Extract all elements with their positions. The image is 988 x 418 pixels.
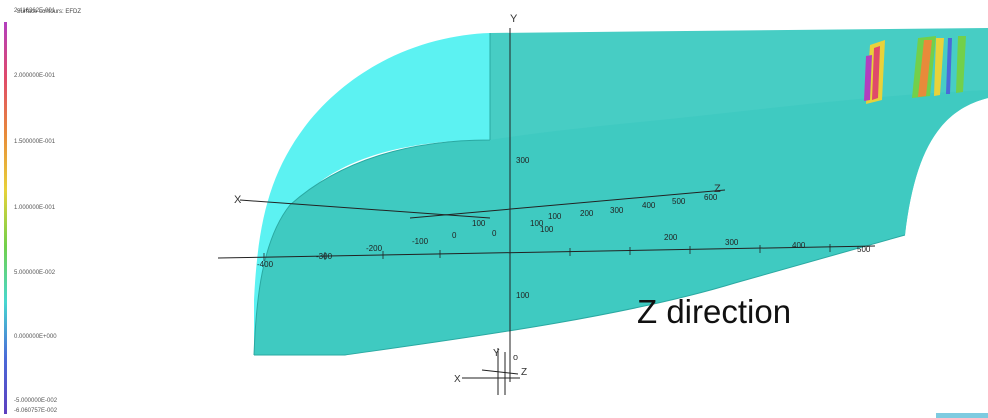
- legend-colorbar: [4, 22, 7, 414]
- corner-indicator: [936, 413, 988, 418]
- model-side-face: [254, 33, 490, 355]
- center-label-2: 100: [530, 219, 544, 228]
- z-tick-label-0: 100: [548, 212, 562, 221]
- x-tick-label-6: 200: [664, 233, 678, 242]
- legend-label-2: 1.000000E-001: [14, 205, 56, 211]
- x-tick-label-1: -300: [316, 252, 333, 261]
- z-tick-label-3: 400: [642, 201, 656, 210]
- legend-label-4: 0.000000E+000: [14, 334, 57, 340]
- center-tick-labels: 100 0 100: [472, 219, 544, 238]
- triad-y-letter: Y: [493, 348, 500, 359]
- z-tick-label-2: 300: [610, 206, 624, 215]
- legend-label-1: 1.500000E-001: [14, 139, 56, 145]
- y-tick-label-0: 300: [516, 156, 530, 165]
- z-axis-tick-labels: 100 200 300 400 500 600: [548, 193, 718, 221]
- center-label-1: 0: [492, 229, 497, 238]
- z-tick-label-4: 500: [672, 197, 686, 206]
- contour-patches: [864, 36, 966, 104]
- x-axis-ticks: [263, 244, 831, 261]
- triad-z-letter: Z: [521, 367, 527, 378]
- y-tick-label-1: 100: [516, 291, 530, 300]
- legend-label-3: 5.000000E-002: [14, 270, 56, 276]
- x-tick-label-8: 400: [792, 241, 806, 250]
- y-axis-tick-labels: 300 100: [516, 156, 530, 300]
- x-tick-label-7: 300: [725, 238, 739, 247]
- legend-min-label: -6.060757E-002: [14, 408, 58, 414]
- triad-x-letter: X: [454, 374, 461, 385]
- z-tick-label-5: 600: [704, 193, 718, 202]
- model-front-face: [254, 90, 988, 355]
- axes-group: [217, 28, 876, 382]
- x-tick-label-4: 0: [452, 231, 457, 240]
- y-axis-letter: Y: [510, 13, 518, 25]
- orientation-triad: [462, 348, 520, 395]
- legend-max-label: 2.416362E-001: [14, 8, 56, 14]
- center-label-0: 100: [472, 219, 486, 228]
- z-axis-letter: Z: [714, 183, 721, 195]
- x-axis-line: [217, 245, 876, 259]
- legend-title-text: Surface contours: EFDZ: [16, 9, 82, 15]
- triad-origin-letter: o: [513, 352, 518, 362]
- legend-label-5: -5.000000E-002: [14, 398, 58, 404]
- z-direction-annotation: Z direction: [637, 293, 792, 330]
- x-tick-label-3: -100: [412, 237, 429, 246]
- x-tick-label-2: -200: [366, 244, 383, 253]
- model-edges: [253, 33, 906, 356]
- contour-legend: Surface contours: EFDZ 2.416362E-001 2.0…: [0, 0, 120, 418]
- x-tick-label-9: 500: [857, 245, 871, 254]
- legend-label-0: 2.000000E-001: [14, 73, 56, 79]
- x-axis-tick-labels: -400 -300 -200 -100 0 100 200 300 400 50…: [257, 225, 871, 269]
- x-axis-letter: X: [234, 194, 242, 206]
- legend-title: Surface contours: EFDZ: [10, 2, 81, 23]
- x-tick-label-5: 100: [540, 225, 554, 234]
- z-axis-line: [409, 189, 726, 219]
- x-axis-back: [239, 199, 491, 219]
- z-tick-label-1: 200: [580, 209, 594, 218]
- x-tick-label-0: -400: [257, 260, 274, 269]
